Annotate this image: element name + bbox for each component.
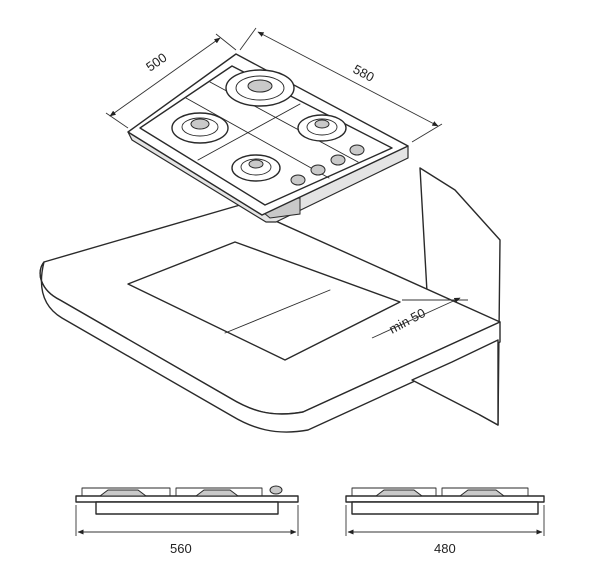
hob-side-view: 480 (345, 487, 545, 556)
front-view-body (95, 501, 279, 515)
knob-2 (310, 164, 326, 176)
worktop-front-edge (39, 261, 501, 433)
side-view-plate (345, 495, 545, 503)
dim-580-ext-1 (239, 27, 257, 51)
side-view-burner-1 (374, 489, 424, 497)
countertop (39, 167, 501, 433)
knob-1 (290, 174, 306, 186)
burner-left (171, 112, 229, 144)
dim-500-line (109, 37, 221, 117)
side-view-grates (351, 487, 529, 497)
dim-480-label: 480 (434, 541, 456, 556)
dim-560-label: 560 (170, 541, 192, 556)
dim-580-line (257, 31, 439, 127)
burner-back (225, 69, 295, 107)
dim-580-ext-2 (411, 123, 443, 143)
cabinet-front (411, 339, 499, 426)
hob-front-view: 560 (75, 485, 299, 556)
worktop-cutout (127, 241, 401, 361)
dim-min50-line (371, 297, 461, 339)
front-view-grates (81, 487, 263, 497)
cutout-inner-line (224, 289, 331, 334)
dim-580-label: 580 (351, 61, 377, 84)
dim-500-ext-1 (105, 112, 129, 129)
dim-500-ext-2 (215, 33, 237, 51)
dim-500-label: 500 (143, 50, 169, 75)
side-view-body (351, 501, 539, 515)
burner-right (297, 114, 347, 142)
front-view-plate (75, 495, 299, 503)
front-view-burner-1 (98, 489, 148, 497)
burner-front (231, 154, 281, 182)
side-view-burner-2 (458, 489, 506, 497)
knob-3 (330, 154, 346, 166)
front-view-knob (269, 485, 283, 495)
front-view-burner-2 (194, 489, 240, 497)
knob-4 (349, 144, 365, 156)
